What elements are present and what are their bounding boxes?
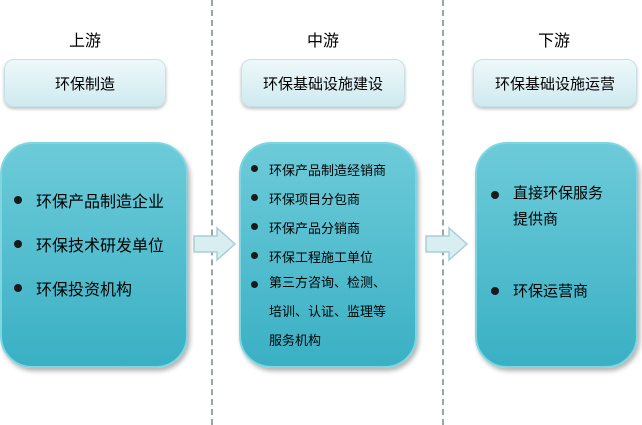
stage-divider-right bbox=[442, 0, 444, 425]
stage-title-upstream: 环保制造 bbox=[4, 59, 166, 107]
bullet-icon bbox=[251, 165, 258, 172]
stage-label-downstream: 下游 bbox=[537, 31, 570, 50]
bullet-icon bbox=[491, 191, 499, 199]
bullet-icon bbox=[14, 196, 22, 204]
stage-divider-left bbox=[211, 0, 213, 425]
arrow-right-icon bbox=[425, 226, 469, 262]
bullet-icon bbox=[14, 284, 22, 292]
bullet-icon bbox=[251, 194, 258, 201]
stage-label-midstream: 中游 bbox=[306, 31, 339, 50]
arrow-right-icon bbox=[193, 226, 237, 262]
stage-title-downstream: 环保基础设施运营 bbox=[473, 59, 637, 107]
bullet-icon bbox=[251, 252, 258, 259]
stage-title-midstream: 环保基础设施建设 bbox=[241, 59, 405, 107]
panel-downstream: 直接环保服务 提供商 环保运营商 bbox=[475, 142, 638, 368]
stage-label-upstream: 上游 bbox=[68, 31, 101, 50]
bullet-icon bbox=[491, 287, 499, 295]
bullet-icon bbox=[251, 223, 258, 230]
bullet-icon bbox=[14, 240, 22, 248]
panel-midstream: 环保产品制造经销商 环保项目分包商 环保产品分销商 环保工程施工单位 第三方咨询… bbox=[239, 142, 417, 368]
panel-upstream: 环保产品制造企业 环保技术研发单位 环保投资机构 bbox=[0, 142, 188, 368]
bullet-icon bbox=[251, 281, 258, 288]
